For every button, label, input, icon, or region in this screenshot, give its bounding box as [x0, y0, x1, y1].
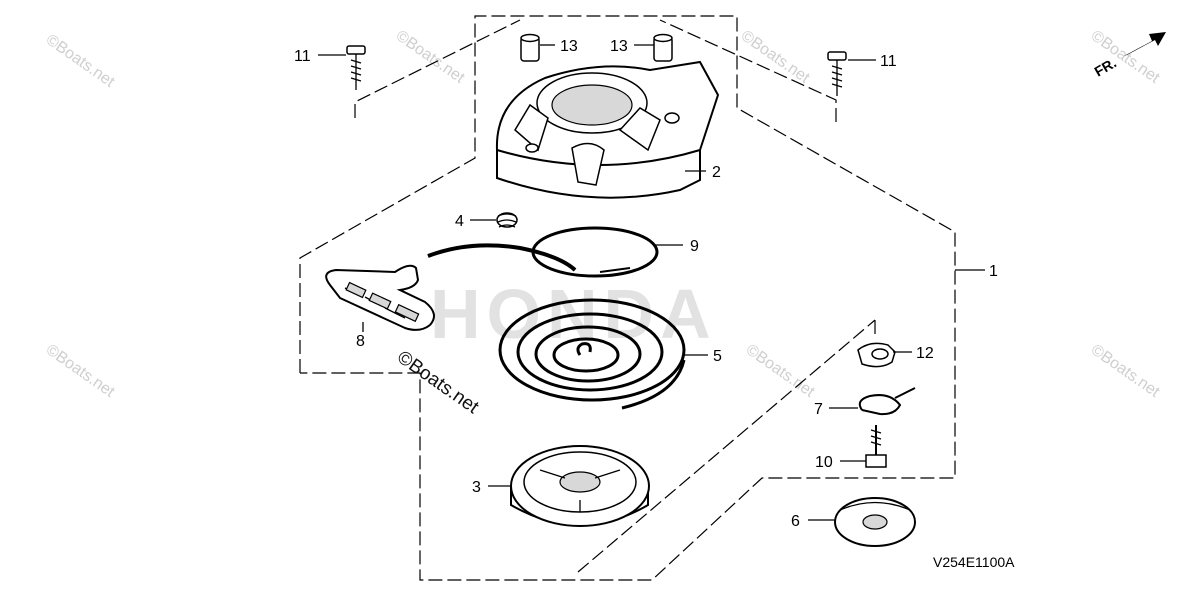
- boundary-outline: [299, 15, 956, 581]
- callout-7: 7: [814, 401, 823, 418]
- return-spring: [858, 387, 916, 416]
- recoil-spring: [498, 298, 686, 410]
- callout-6: 6: [791, 513, 800, 530]
- collar-left: [520, 33, 540, 62]
- starter-rope: [427, 226, 659, 278]
- callout-3: 3: [472, 479, 481, 496]
- callout-13-left: 13: [560, 38, 578, 55]
- leader-lines: [318, 44, 985, 521]
- recoil-starter-case: [495, 60, 720, 199]
- callout-12: 12: [916, 345, 934, 362]
- ratchet: [857, 342, 896, 368]
- small-spring: [496, 212, 518, 228]
- collar-right: [653, 33, 673, 62]
- callout-4: 4: [455, 213, 464, 230]
- diagram-code: V254E1100A: [933, 554, 1015, 570]
- set-bolt: [865, 425, 887, 468]
- friction-plate: [834, 497, 916, 547]
- callout-13-right: 13: [610, 38, 628, 55]
- flange-bolt-left: [346, 45, 366, 90]
- assembly-boundary: [299, 15, 956, 581]
- callout-11-right: 11: [880, 53, 897, 70]
- watermark-top-mid: ©Boats.net: [738, 27, 813, 87]
- watermark-mid-left: ©Boats.net: [43, 341, 118, 401]
- callout-8: 8: [356, 333, 365, 350]
- boundary-left-bracket: [354, 19, 521, 118]
- callout-5: 5: [713, 348, 722, 365]
- watermark-mid-center: ©Boats.net: [743, 341, 818, 401]
- boundary-right-bracket: [659, 19, 837, 122]
- callout-labels: 11 13 13 11 2 4 9 1 8 5 12 7 10 6 3: [294, 38, 998, 530]
- watermark-boats-net: ©Boats.net: [393, 347, 483, 419]
- callout-10: 10: [815, 454, 833, 471]
- callout-2: 2: [712, 164, 721, 181]
- flange-bolt-right: [827, 51, 847, 96]
- callout-1: 1: [989, 263, 998, 280]
- starter-grip: [325, 264, 435, 331]
- callout-9: 9: [690, 238, 699, 255]
- watermark-top-left: ©Boats.net: [43, 31, 118, 91]
- callout-11-left: 11: [294, 48, 311, 65]
- direction-arrow-icon: [1124, 32, 1166, 56]
- boundary-reel-divider: [577, 319, 876, 573]
- watermark-mid-right: ©Boats.net: [1088, 341, 1163, 401]
- recoil-reel: [510, 445, 650, 527]
